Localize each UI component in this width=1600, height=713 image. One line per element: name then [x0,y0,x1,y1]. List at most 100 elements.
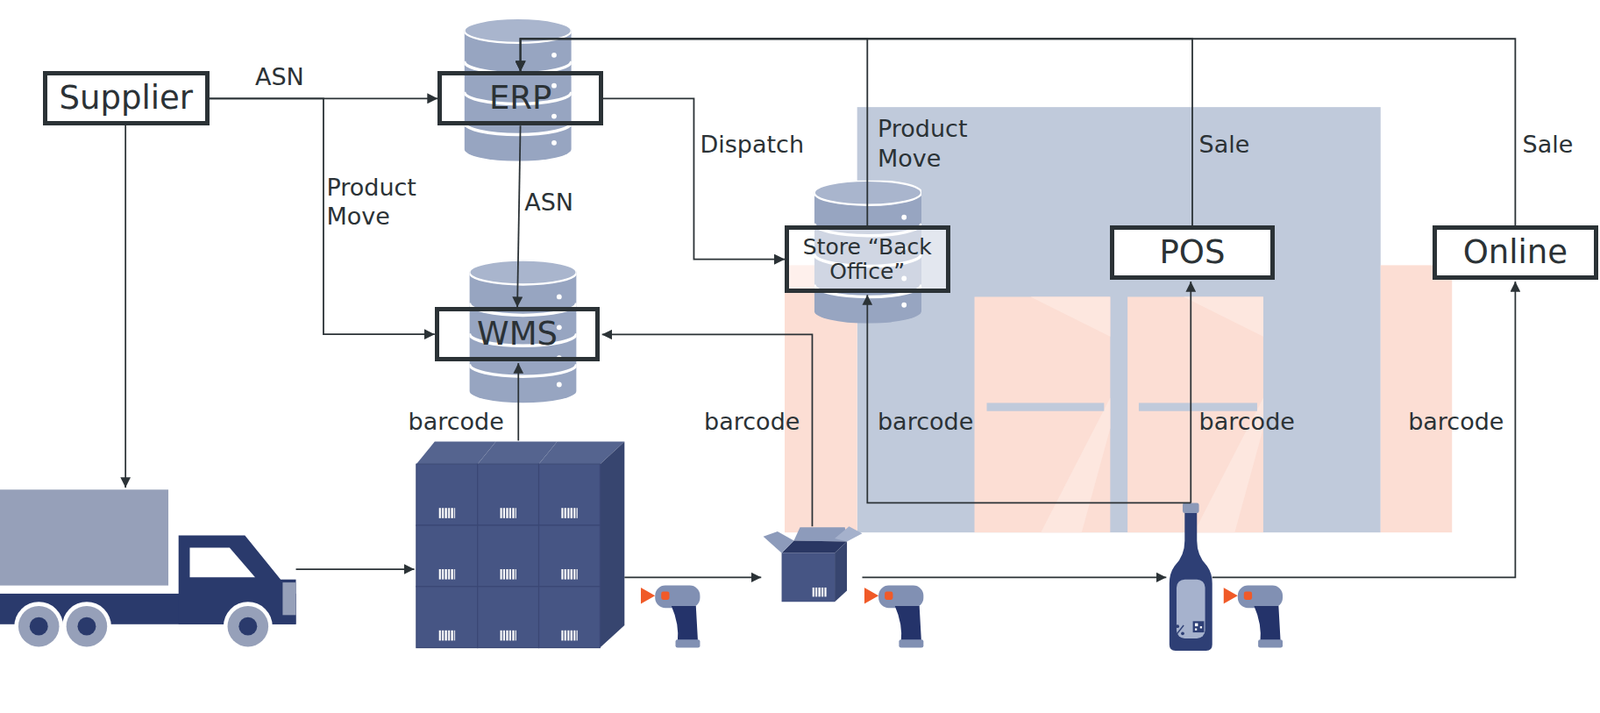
node-label: Online [1463,234,1568,271]
box-illustration [782,552,836,602]
bottle-illustration [1193,620,1205,633]
truck-illustration [238,617,257,636]
database-cylinder [469,260,576,404]
truck-illustration [189,547,255,578]
bottle-illustration [1175,624,1180,628]
node-label: POS [1159,234,1226,271]
pallet-illustration [438,630,456,641]
database-cylinder [464,18,922,403]
pallet-illustration [416,586,478,648]
system-box: WMS [434,306,601,362]
store-background [1380,264,1452,533]
connector [517,125,521,307]
flow-line [1189,281,1192,503]
store-background [1183,296,1264,533]
node-label: Supplier [59,80,193,117]
edge-label: Sale [1522,129,1574,160]
truck-illustration [62,601,112,651]
barcode-scanner [640,585,1283,648]
flow-line [602,334,813,527]
store-background [857,106,1381,533]
truck-illustration [223,601,273,651]
edge-label: ASN [255,62,305,93]
bottle-illustration [1180,631,1185,635]
system-box: Online [1432,225,1599,280]
pallet-illustration [599,441,625,648]
node-label: Store “Back Office” [789,234,946,284]
pallet-illustration [539,463,601,526]
truck-illustration [14,601,64,651]
flow-line [861,576,1167,578]
bottle-illustration [1169,510,1213,652]
flow-line [125,125,1515,577]
truck-illustration [0,489,169,585]
truck-illustration [77,617,96,636]
pallet-illustration [539,586,601,648]
flow-line [517,362,520,441]
connector [603,98,785,259]
connector [520,38,1516,226]
store-background [1031,296,1111,533]
flow-line [867,294,1191,503]
pallet-illustration [499,507,517,519]
pallet-illustration [416,525,478,587]
pallet-illustration [561,630,578,641]
pallet-illustration [499,568,517,580]
system-box: Supplier [42,71,210,126]
box-illustration [834,526,862,541]
store-background [1138,402,1258,411]
bottle-illustration [1169,502,1213,651]
pallet-illustration [416,441,625,648]
flow-line [624,576,761,578]
flow-line [124,125,127,488]
system-box: Store “Back Office” [784,225,951,293]
store-background [1127,296,1264,533]
node-label: WMS [476,316,558,353]
flow-line [1212,281,1516,577]
store-background [974,296,1111,533]
pallet-illustration [416,463,478,526]
bottle-illustration [1194,627,1197,630]
flow-line [296,568,415,570]
box-illustration [811,587,826,597]
database-cylinder [464,18,572,162]
bottle-illustration [1194,623,1198,626]
truck-illustration [0,489,297,651]
connector [520,38,868,226]
bottle-illustration [1176,579,1206,639]
barcode-scanner [864,585,925,648]
pallet-illustration [438,568,456,580]
barcode-scanner [640,585,701,648]
pallet-illustration [477,525,540,587]
pallet-illustration [477,463,540,526]
system-box: ERP [437,71,604,126]
pallet-illustration [539,525,601,587]
truck-illustration [227,605,270,648]
pallet-illustration [499,630,517,641]
bottle-illustration [1182,502,1200,513]
pallet-illustration [561,568,578,580]
edge-label: Product Move [326,172,436,233]
box-illustration [763,526,863,602]
truck-illustration [282,582,296,615]
bottle-illustration [1176,625,1184,634]
connector [209,97,439,100]
truck-illustration [18,605,60,648]
box-illustration [834,541,847,603]
store-background [986,402,1104,411]
pallet-illustration [477,586,540,648]
pallet-illustration [438,507,456,519]
edge-label: Dispatch [699,129,804,160]
pallet-illustration [561,507,578,519]
truck-illustration [66,605,108,648]
edge-label: ASN [524,187,574,218]
bottle-illustration [1200,625,1202,628]
system-box: POS [1109,225,1274,280]
signal-label: barcode [408,406,505,437]
box-illustration [763,531,795,553]
connector [520,38,1193,226]
node-label: ERP [489,80,552,117]
